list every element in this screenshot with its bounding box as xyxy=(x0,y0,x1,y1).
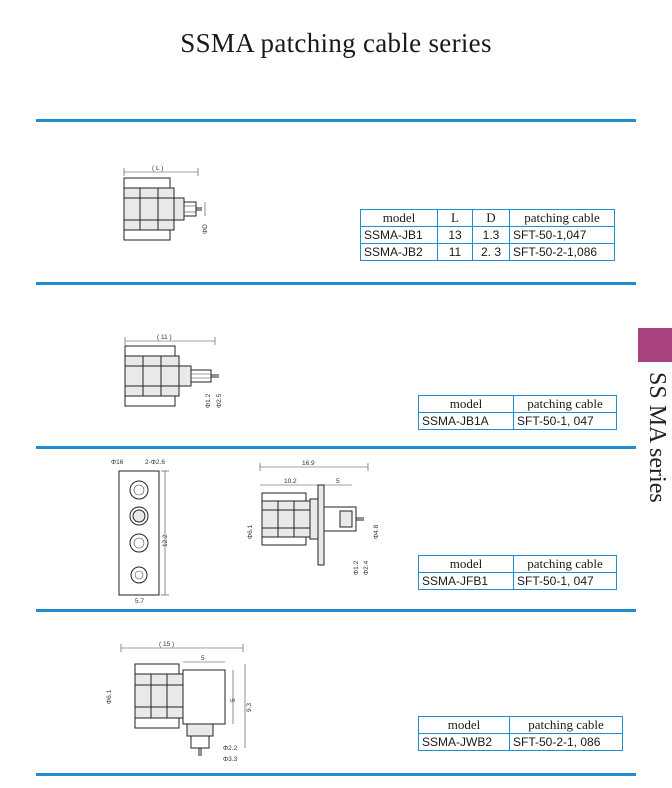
table-row: SSMA-JB2 11 2. 3 SFT-50-2-1,086 xyxy=(360,243,615,261)
spec-table-jb1a: model patching cable SSMA-JB1A SFT-50-1,… xyxy=(418,395,617,430)
page-title: SSMA patching cable series xyxy=(180,28,492,58)
spec-table-jfb1: model patching cable SSMA-JFB1 SFT-50-1,… xyxy=(418,555,617,590)
cell-l: 13 xyxy=(437,226,473,244)
col-model: model xyxy=(360,209,438,227)
col-model: model xyxy=(418,716,510,734)
section-divider xyxy=(36,282,636,285)
series-side-label: SS MA series xyxy=(644,372,670,503)
cell-model: SSMA-JWB2 xyxy=(418,733,510,751)
dim-rear-label: 5 xyxy=(336,478,340,485)
cell-cable: SFT-50-1, 047 xyxy=(513,572,617,590)
dim-height-label: 9.3 xyxy=(246,703,253,712)
col-model: model xyxy=(418,555,514,573)
cell-d: 2. 3 xyxy=(472,243,510,261)
section-divider xyxy=(36,119,636,122)
cell-cable: SFT-50-2-1, 086 xyxy=(509,733,623,751)
dim-rear-label: 5 xyxy=(201,655,205,662)
cell-cable: SFT-50-1, 047 xyxy=(513,412,617,430)
dim-flange-hole-label: Φ16 xyxy=(111,459,124,466)
dim-outer-dia-label: Φ3.3 xyxy=(223,756,238,763)
connector-drawing-jb: ( L ) ΦD xyxy=(123,165,209,241)
right-angle-drawing: ( 15 ) 5 5 9.3 Φ6.1 Φ2.2 Φ3.3 xyxy=(106,641,253,763)
dim-body-dia-label: Φ6.1 xyxy=(106,689,113,704)
col-l: L xyxy=(437,209,473,227)
dim-holes-label: 2-Φ2.6 xyxy=(145,459,165,466)
cell-model: SSMA-JB2 xyxy=(360,243,438,261)
dim-length-label: ( 15 ) xyxy=(159,641,174,648)
cell-model: SSMA-JB1 xyxy=(360,226,438,244)
dim-mid-dia-label: Φ2.4 xyxy=(363,560,370,575)
table-row: SSMA-JB1 13 1.3 SFT-50-1,047 xyxy=(360,226,615,244)
dim-inner-dia-label: Φ2.2 xyxy=(223,745,238,752)
table-row: SSMA-JB1A SFT-50-1, 047 xyxy=(418,412,617,430)
dim-total-label: 16.9 xyxy=(302,460,315,467)
dim-front-label: 10.2 xyxy=(284,478,297,485)
table-row: SSMA-JFB1 SFT-50-1, 047 xyxy=(418,572,617,590)
col-cable: patching cable xyxy=(509,209,615,227)
spec-table-jb: model L D patching cable SSMA-JB1 13 1.3… xyxy=(360,209,615,261)
table-row: SSMA-JWB2 SFT-50-2-1, 086 xyxy=(418,733,623,751)
dim-height-label: 12.2 xyxy=(162,534,169,547)
connector-drawing-jb1a: ( 11 ) Φ1.2 Φ2.5 xyxy=(124,334,223,408)
section-divider xyxy=(36,773,636,776)
flange-side-drawing: 16.9 10.2 5 Φ6.1 Φ1.2 Φ2.4 Φ4.8 xyxy=(247,460,380,575)
dim-drop-label: 5 xyxy=(230,698,237,702)
col-cable: patching cable xyxy=(509,716,623,734)
flange-front-drawing: Φ16 2-Φ2.6 12.2 5.7 xyxy=(111,459,169,605)
dim-out-dia-label: Φ4.8 xyxy=(373,524,380,539)
dim-inner-dia-label: Φ1.2 xyxy=(205,393,212,408)
dim-body-dia-label: Φ6.1 xyxy=(247,524,254,539)
dim-length-label: ( L ) xyxy=(152,165,163,172)
dim-pin-dia-label: Φ1.2 xyxy=(353,560,360,575)
cell-model: SSMA-JFB1 xyxy=(418,572,514,590)
cell-d: 1.3 xyxy=(472,226,510,244)
col-cable: patching cable xyxy=(513,395,617,413)
cell-cable: SFT-50-1,047 xyxy=(509,226,615,244)
section-divider xyxy=(36,609,636,612)
col-cable: patching cable xyxy=(513,555,617,573)
dim-length-label: ( 11 ) xyxy=(157,334,172,341)
cell-l: 11 xyxy=(437,243,473,261)
dim-dia-label: ΦD xyxy=(202,224,209,234)
section-divider xyxy=(36,446,636,449)
cell-cable: SFT-50-2-1,086 xyxy=(509,243,615,261)
dim-outer-dia-label: Φ2.5 xyxy=(216,393,223,408)
col-model: model xyxy=(418,395,514,413)
col-d: D xyxy=(472,209,510,227)
dim-width-label: 5.7 xyxy=(135,598,144,605)
spec-table-jwb2: model patching cable SSMA-JWB2 SFT-50-2-… xyxy=(418,716,623,751)
cell-model: SSMA-JB1A xyxy=(418,412,514,430)
series-color-tab xyxy=(638,328,672,362)
